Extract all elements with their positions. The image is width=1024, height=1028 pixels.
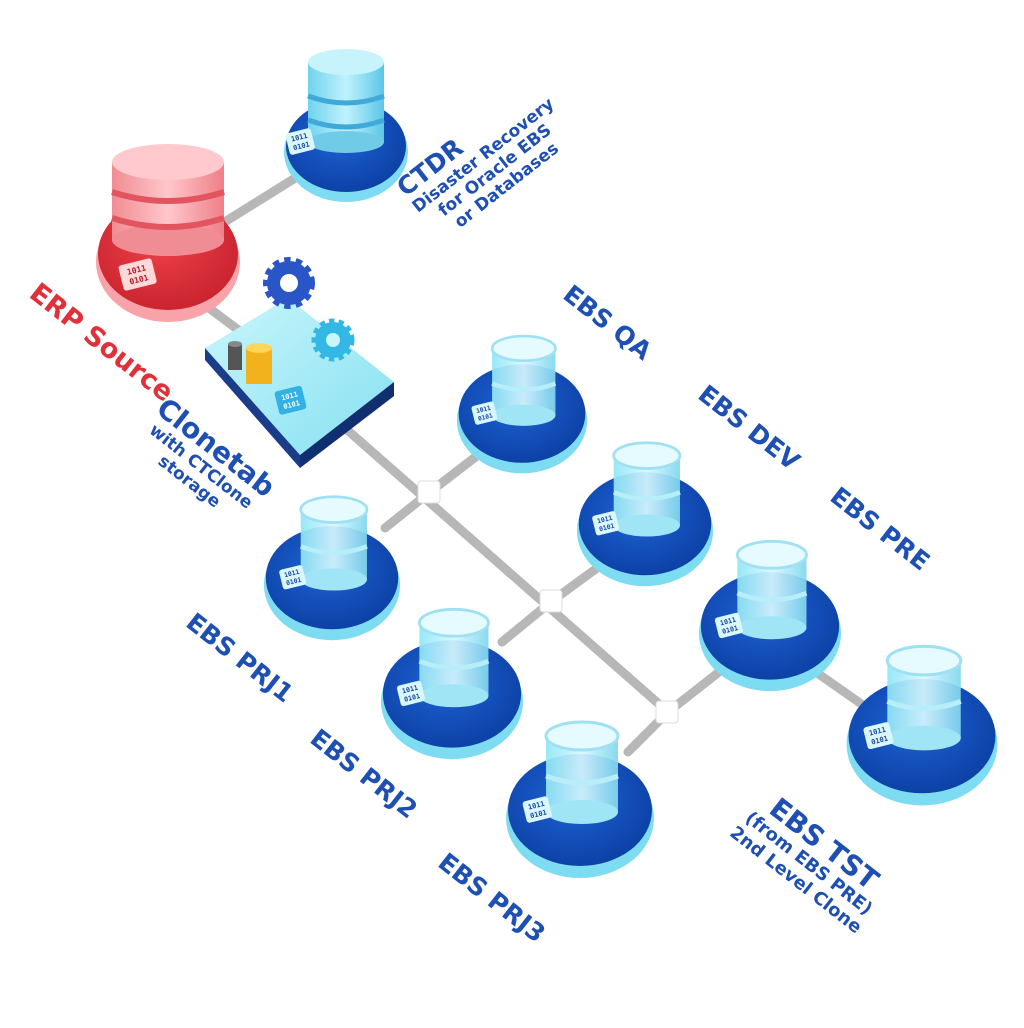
- link-erp-ctdr: [210, 170, 305, 233]
- svg-text:1011: 1011: [527, 800, 545, 812]
- junction-1: [417, 480, 441, 504]
- erp-source-node: 1011 0101: [96, 144, 240, 322]
- svg-text:1011: 1011: [280, 390, 298, 402]
- svg-text:0101: 0101: [529, 808, 547, 820]
- gears-icon: [263, 257, 355, 362]
- svg-text:0101: 0101: [870, 734, 889, 747]
- database-icon: [307, 49, 385, 153]
- database-icon: [111, 144, 225, 256]
- binary-chip-icon: 1011 0101: [118, 258, 157, 291]
- svg-text:1011: 1011: [290, 132, 308, 144]
- binary-chip-icon: 1011 0101: [274, 385, 307, 415]
- svg-text:0101: 0101: [292, 140, 310, 152]
- junction-2: [539, 589, 563, 613]
- svg-text:1011: 1011: [868, 725, 887, 738]
- binary-chip-icon: 1011 0101: [285, 128, 315, 155]
- link-clonetab-trunk: [340, 423, 673, 717]
- database-icon: [299, 495, 369, 591]
- junction-nodes: [417, 480, 679, 724]
- svg-text:1011: 1011: [596, 514, 613, 526]
- junction-3: [655, 700, 679, 724]
- svg-text:1011: 1011: [719, 616, 737, 628]
- svg-text:0101: 0101: [403, 692, 421, 704]
- link-pre-tst: [805, 663, 875, 715]
- database-icon: [544, 720, 620, 824]
- svg-text:0101: 0101: [283, 399, 301, 411]
- clonetab-box: [205, 298, 394, 455]
- svg-text:0101: 0101: [721, 624, 739, 636]
- ctdr-node: 1011 0101: [284, 49, 408, 202]
- storage-box-icon: [228, 341, 272, 384]
- database-icon: [612, 441, 682, 537]
- svg-text:0101: 0101: [598, 522, 615, 534]
- svg-text:1011: 1011: [476, 405, 492, 415]
- clonetab-node: 1011 0101: [205, 257, 394, 468]
- svg-text:0101: 0101: [285, 576, 302, 588]
- database-icon: [735, 539, 808, 640]
- database-icon: [490, 334, 557, 426]
- svg-text:0101: 0101: [477, 412, 493, 422]
- svg-text:1011: 1011: [401, 684, 419, 696]
- svg-text:1011: 1011: [283, 568, 300, 580]
- target-nodes: 1011010110110101101101011011010110110101…: [263, 334, 998, 878]
- database-icon: [885, 644, 963, 751]
- database-icon: [417, 607, 490, 708]
